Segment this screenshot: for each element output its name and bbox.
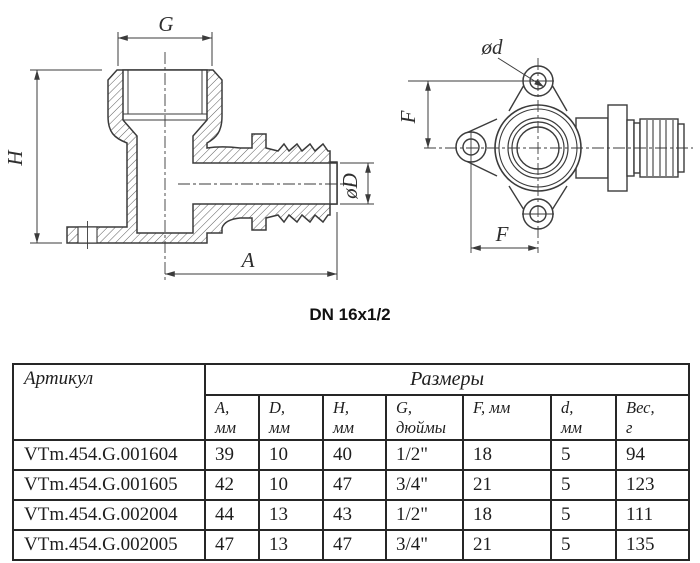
d-cell: 10 bbox=[258, 439, 324, 471]
dim-label-d-outer: øD bbox=[338, 173, 362, 200]
d-cell: 13 bbox=[258, 499, 324, 531]
col-header-a-name: A, bbox=[215, 398, 230, 417]
centerlines-side bbox=[164, 52, 352, 281]
weight-cell: 94 bbox=[614, 439, 691, 471]
f-cell: 21 bbox=[462, 529, 552, 561]
col-header-h-name: H, bbox=[333, 398, 350, 417]
a-cell: 44 bbox=[204, 499, 260, 531]
f-cell: 21 bbox=[462, 469, 552, 501]
col-header-a: A, мм bbox=[204, 394, 260, 441]
g-cell: 3/4" bbox=[385, 529, 464, 561]
f-cell: 18 bbox=[462, 439, 552, 471]
weight-cell: 111 bbox=[614, 499, 691, 531]
col-header-h-unit: мм bbox=[333, 418, 355, 437]
page-title: DN 16x1/2 bbox=[309, 305, 391, 324]
h-cell: 40 bbox=[322, 439, 387, 471]
weight-cell: 135 bbox=[614, 529, 691, 561]
article-cell: VTm.454.G.001605 bbox=[12, 469, 206, 501]
col-header-weight: Вес, г bbox=[614, 394, 691, 441]
dimension-a bbox=[164, 212, 338, 280]
header-row-columns: A, мм D, мм H, мм G, дюймы F, мм d, мм bbox=[13, 394, 691, 441]
h-cell: 47 bbox=[322, 469, 387, 501]
dimension-h bbox=[30, 69, 102, 244]
col-header-f-unit bbox=[473, 418, 549, 438]
h-cell: 47 bbox=[322, 529, 387, 561]
col-header-g: G, дюймы bbox=[385, 394, 464, 441]
col-header-d-small-unit: мм bbox=[561, 418, 583, 437]
col-header-f: F, мм bbox=[462, 394, 552, 441]
g-cell: 1/2" bbox=[385, 439, 464, 471]
d-small-cell: 5 bbox=[550, 439, 617, 471]
dimension-g bbox=[117, 32, 213, 66]
table-row: VTm.454.G.002005 47 13 47 3/4" 21 5 135 bbox=[12, 529, 691, 561]
front-view-drawing bbox=[408, 57, 693, 253]
col-header-d-small-name: d, bbox=[561, 398, 574, 417]
d-small-cell: 5 bbox=[550, 529, 617, 561]
technical-drawing: G H A øD bbox=[3, 12, 693, 281]
a-cell: 42 bbox=[204, 469, 260, 501]
article-cell: VTm.454.G.001604 bbox=[12, 439, 206, 471]
a-cell: 39 bbox=[204, 439, 260, 471]
spec-table: Артикул Размеры A, мм D, мм H, мм G, дюй… bbox=[12, 363, 691, 561]
centerlines-front bbox=[408, 58, 693, 253]
col-header-g-name: G, bbox=[396, 398, 413, 417]
table-row: VTm.454.G.001604 39 10 40 1/2" 18 5 94 bbox=[12, 439, 691, 471]
col-header-f-name: F, мм bbox=[473, 398, 511, 417]
dimension-d-outer bbox=[340, 162, 374, 205]
col-header-g-unit: дюймы bbox=[396, 418, 446, 437]
col-header-a-unit: мм bbox=[215, 418, 237, 437]
dim-label-a: A bbox=[240, 248, 255, 272]
col-header-d-name: D, bbox=[269, 398, 286, 417]
sizes-header: Размеры bbox=[203, 363, 691, 396]
d-cell: 10 bbox=[258, 469, 324, 501]
d-cell: 13 bbox=[258, 529, 324, 561]
f-cell: 18 bbox=[462, 499, 552, 531]
g-cell: 3/4" bbox=[385, 469, 464, 501]
col-header-weight-name: Вес, bbox=[626, 398, 655, 417]
table-row: VTm.454.G.001605 42 10 47 3/4" 21 5 123 bbox=[12, 469, 691, 501]
a-cell: 47 bbox=[204, 529, 260, 561]
header-row-top: Артикул Размеры bbox=[12, 363, 691, 441]
col-header-d: D, мм bbox=[258, 394, 324, 441]
side-view-drawing bbox=[30, 32, 374, 281]
col-header-d-unit: мм bbox=[269, 418, 291, 437]
h-cell: 43 bbox=[322, 499, 387, 531]
article-cell: VTm.454.G.002004 bbox=[12, 499, 206, 531]
lug-web-edges bbox=[463, 84, 568, 211]
dim-label-g: G bbox=[158, 12, 173, 36]
col-header-h: H, мм bbox=[322, 394, 387, 441]
dim-label-f-bottom: F bbox=[495, 222, 509, 246]
col-header-weight-unit: г bbox=[626, 418, 633, 437]
table-row: VTm.454.G.002004 44 13 43 1/2" 18 5 111 bbox=[12, 499, 691, 531]
dim-label-d-small: ød bbox=[481, 35, 504, 59]
article-header: Артикул bbox=[12, 363, 206, 441]
weight-cell: 123 bbox=[614, 469, 691, 501]
dim-label-f-left: F bbox=[396, 110, 420, 124]
g-cell: 1/2" bbox=[385, 499, 464, 531]
dim-label-h: H bbox=[3, 149, 27, 167]
col-header-d-small: d, мм bbox=[550, 394, 617, 441]
leader-d-small bbox=[497, 57, 545, 88]
d-small-cell: 5 bbox=[550, 499, 617, 531]
article-cell: VTm.454.G.002005 bbox=[12, 529, 206, 561]
d-small-cell: 5 bbox=[550, 469, 617, 501]
